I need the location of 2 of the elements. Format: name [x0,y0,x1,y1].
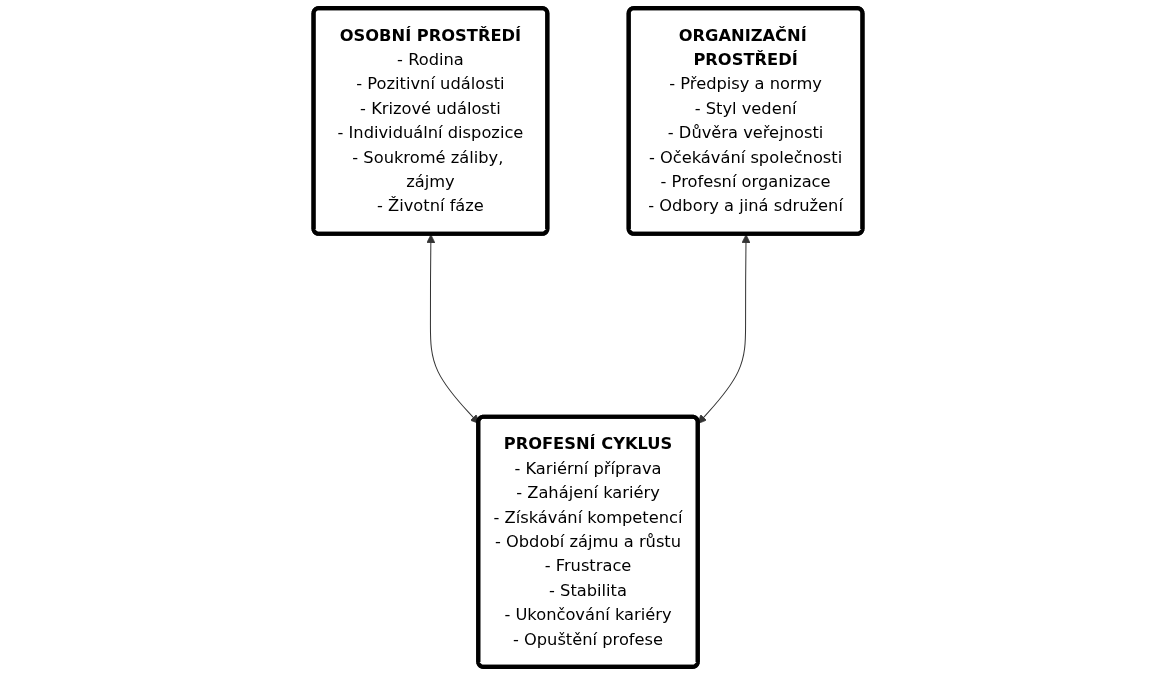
arrow [426,234,480,424]
arrow [697,234,751,424]
